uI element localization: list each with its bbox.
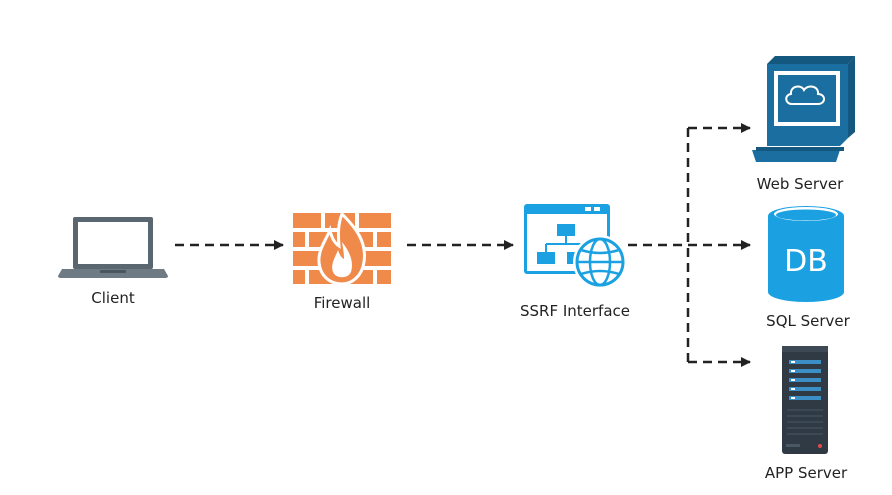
firewall-label: Firewall — [313, 294, 371, 312]
firewall-icon — [293, 211, 391, 286]
cloud-icon — [785, 85, 825, 105]
ssrf-interface-icon — [524, 204, 627, 289]
server-power-light — [818, 444, 822, 448]
app-server-icon — [782, 346, 828, 454]
db-badge-text: DB — [784, 244, 828, 279]
web-server-label: Web Server — [756, 175, 844, 193]
ssrf-interface-label: SSRF Interface — [519, 302, 631, 320]
globe-icon — [573, 235, 627, 289]
sql-server-label: SQL Server — [766, 312, 850, 330]
laptop-icon — [58, 217, 168, 278]
flame-icon — [317, 211, 366, 286]
web-server-icon — [752, 56, 855, 162]
database-icon — [768, 206, 844, 302]
app-server-label: APP Server — [764, 464, 848, 482]
client-label: Client — [91, 289, 135, 307]
connectors — [175, 123, 751, 367]
